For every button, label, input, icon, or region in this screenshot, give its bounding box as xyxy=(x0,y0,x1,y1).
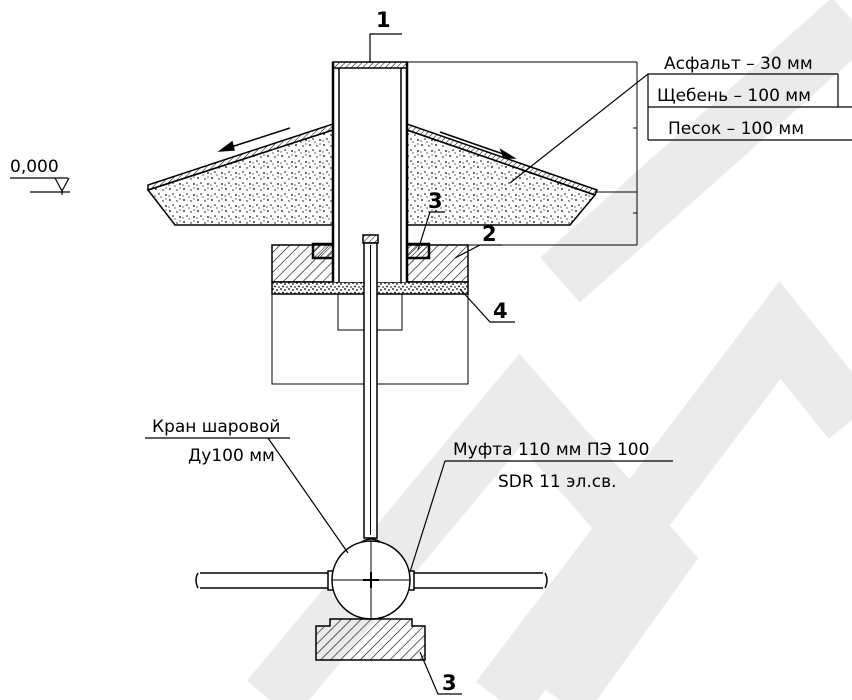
pipeline xyxy=(195,570,548,591)
callout-3-support: 3 xyxy=(442,671,457,695)
coupling-label-line2: SDR 11 эл.св. xyxy=(498,472,617,492)
seal-left xyxy=(311,242,337,260)
level-mark: 0,000 xyxy=(10,157,70,195)
callout-3-seal: 3 xyxy=(428,189,443,213)
slope-arrow-left xyxy=(217,127,291,152)
layer-gravel-label: Щебень – 100 мм xyxy=(657,86,811,106)
callout-1: 1 xyxy=(376,8,391,32)
leader-lines xyxy=(145,33,852,695)
callout-2: 2 xyxy=(482,222,497,246)
valve-label-line2: Ду100 мм xyxy=(188,446,275,466)
valve-stem xyxy=(362,234,379,539)
seal-right xyxy=(405,242,431,260)
coupling-label-line1: Муфта 110 мм ПЭ 100 xyxy=(453,440,649,460)
layer-asphalt-label: Асфальт – 30 мм xyxy=(664,54,813,74)
callout-4: 4 xyxy=(493,299,508,323)
level-mark-text: 0,000 xyxy=(10,157,59,177)
slope-arrow-right xyxy=(439,131,517,159)
road-mound xyxy=(146,122,598,226)
bottom-support xyxy=(315,618,426,661)
layer-sand-label: Песок – 100 мм xyxy=(668,119,804,139)
valve-label-line1: Кран шаровой xyxy=(152,417,280,437)
